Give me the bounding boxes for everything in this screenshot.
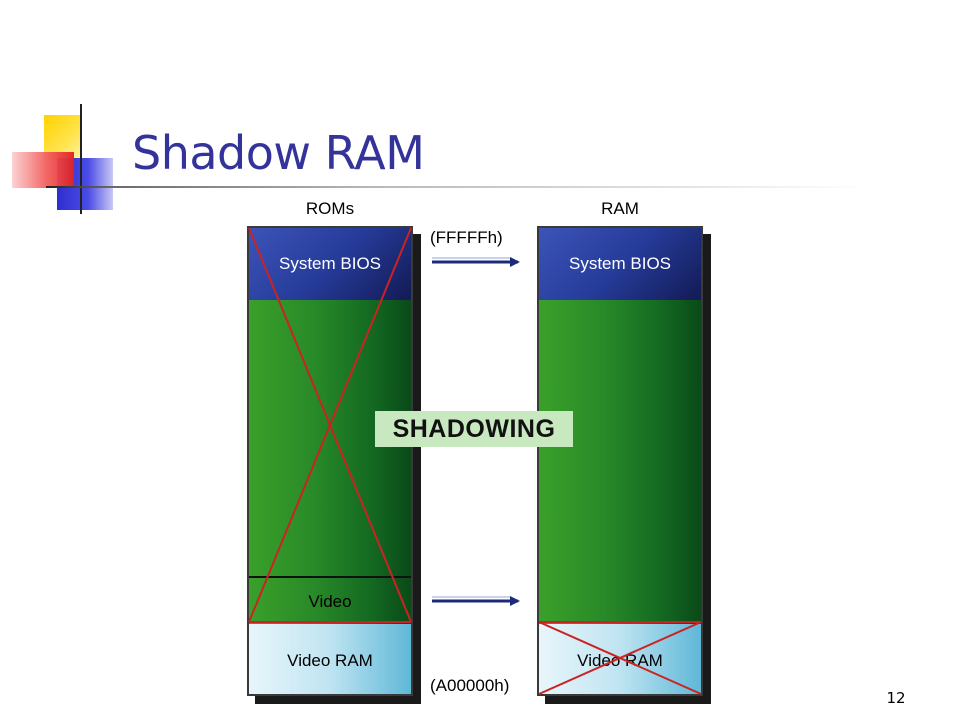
rom-video-ram-block: Video RAM [249, 624, 411, 694]
rom-system-bios-label: System BIOS [278, 254, 382, 273]
top-arrow [432, 257, 520, 267]
rom-video-ram-label: Video RAM [287, 651, 373, 670]
shadowing-label: SHADOWING [375, 411, 573, 447]
bottom-arrow [432, 596, 520, 606]
top-address-label: (FFFFFh) [430, 228, 503, 247]
roms-label: ROMs [305, 199, 355, 218]
page-number: 12 [886, 689, 906, 707]
decor-yellow-square [44, 115, 80, 159]
rom-system-bios-block: System BIOS [249, 228, 411, 300]
ram-video-ram-label: Video RAM [577, 651, 663, 670]
decor-vertical-line [80, 104, 82, 214]
ram-memory-block [539, 300, 701, 624]
ram-system-bios-block: System BIOS [539, 228, 701, 300]
rom-cross-mark [248, 227, 412, 623]
slide-title: Shadow RAM [132, 126, 425, 180]
rom-column-body: System BIOS Video Video RAM [247, 226, 413, 696]
rom-video-label: Video [308, 592, 352, 611]
decor-red-square [12, 152, 74, 188]
shadowing-text: SHADOWING [392, 414, 556, 443]
rom-video-block: Video [249, 576, 411, 626]
ram-video-ram-cross-mark [538, 621, 702, 695]
bottom-address-label: (A00000h) [430, 676, 510, 695]
ram-label: RAM [601, 199, 639, 218]
ram-system-bios-label: System BIOS [568, 254, 672, 273]
title-underline [46, 186, 866, 188]
